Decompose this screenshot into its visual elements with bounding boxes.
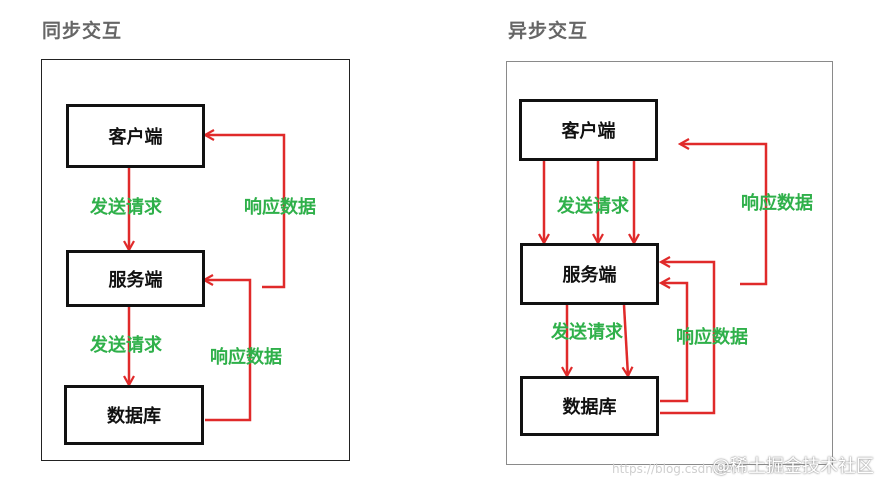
async-response-arrow-1 xyxy=(680,144,768,286)
sync-response-label-1: 响应数据 xyxy=(244,197,316,218)
async-request-label-2: 发送请求 xyxy=(551,322,623,343)
async-response-label-1: 响应数据 xyxy=(741,193,813,214)
sync-request-label-1: 发送请求 xyxy=(90,197,162,218)
sync-database-node: 数据库 xyxy=(64,385,204,445)
async-server-node: 服务端 xyxy=(520,243,659,305)
async-database-node: 数据库 xyxy=(520,376,659,436)
async-request-arrow-5 xyxy=(624,304,628,376)
sync-response-arrow-1 xyxy=(205,135,286,289)
sync-server-node: 服务端 xyxy=(66,250,205,307)
async-heading: 异步交互 xyxy=(508,20,589,42)
sync-request-label-2: 发送请求 xyxy=(90,335,162,356)
sync-client-node: 客户端 xyxy=(66,104,205,168)
sync-response-arrow-2 xyxy=(204,280,252,422)
watermark-url: https://blog.csdn.net xyxy=(612,462,737,476)
sync-heading: 同步交互 xyxy=(42,20,123,42)
async-client-node: 客户端 xyxy=(519,99,658,161)
async-response-label-2: 响应数据 xyxy=(676,327,748,348)
async-response-arrow-3 xyxy=(660,283,689,403)
async-request-label-1: 发送请求 xyxy=(557,196,629,217)
async-response-arrow-2 xyxy=(660,262,716,415)
watermark: @稀土掘金技术社区 xyxy=(712,456,874,477)
sync-response-label-2: 响应数据 xyxy=(210,347,282,368)
